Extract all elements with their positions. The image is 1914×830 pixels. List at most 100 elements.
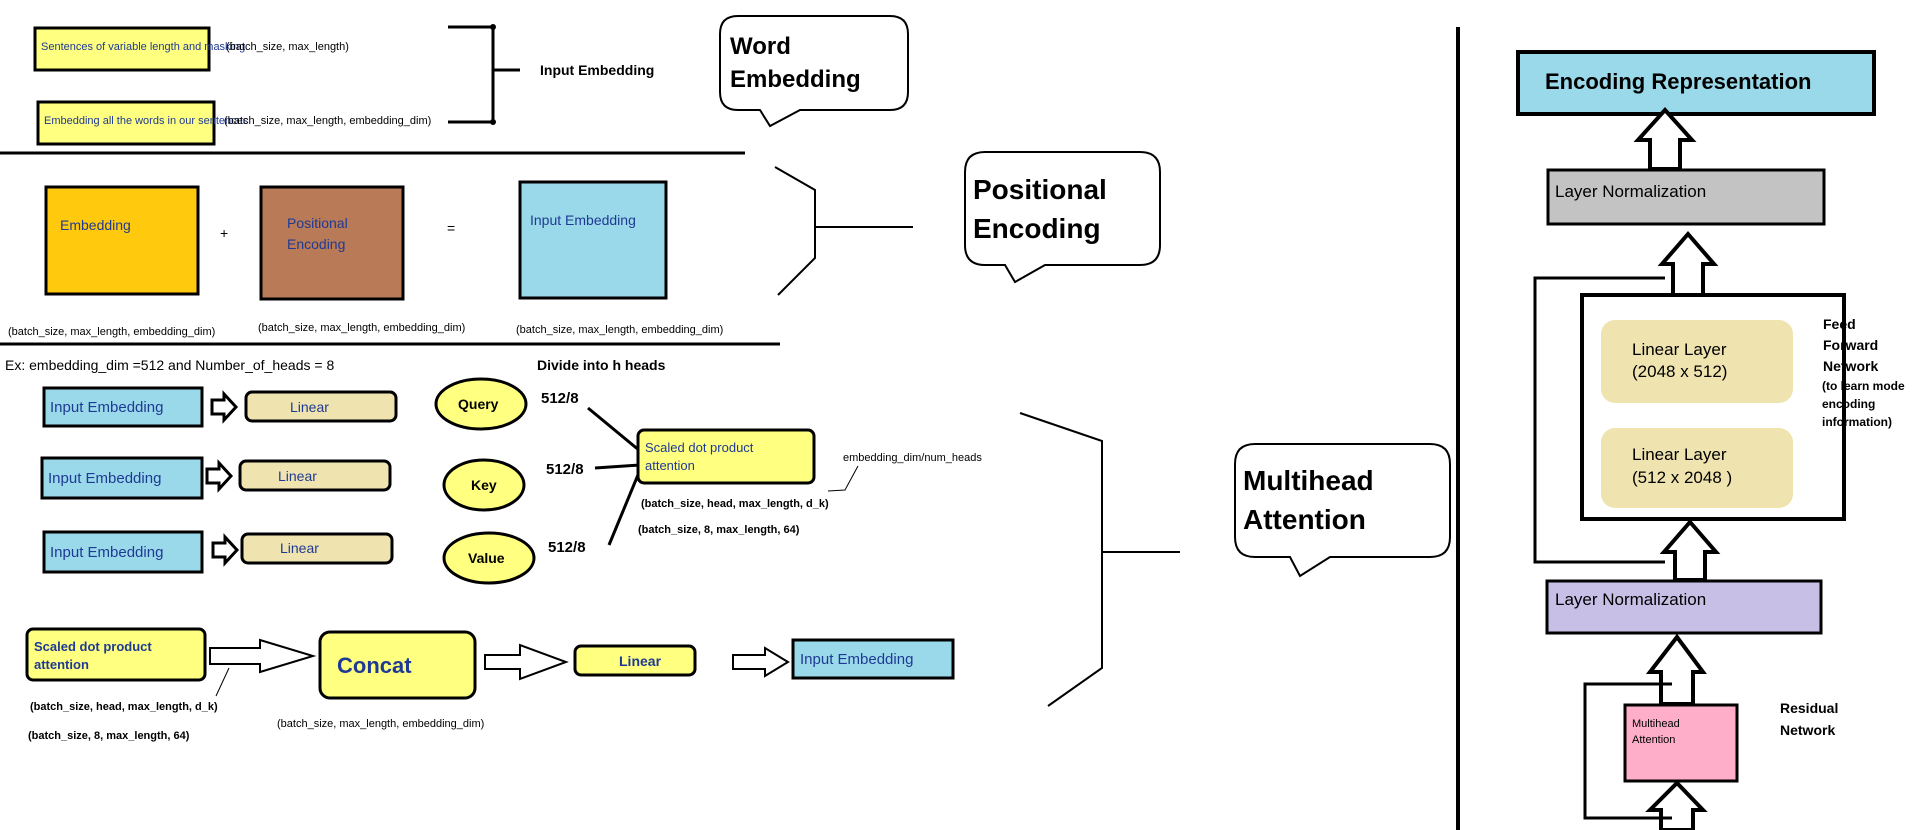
arrow-to-linear-key (205, 459, 234, 493)
input-embedding-key-label: Input Embedding (48, 470, 161, 487)
layer-norm-bottom-label: Layer Normalization (1555, 590, 1706, 609)
feed-forward-label: Feed Forward Network (1823, 316, 1882, 374)
callout-line-2: Embedding (730, 66, 861, 93)
plus-sign: + (220, 225, 228, 241)
sentences-box (33, 26, 211, 72)
input-embedding-value (42, 530, 204, 574)
linear-key (238, 459, 392, 492)
encoder-block: Encoding Representation Layer Normalizat… (1516, 50, 1908, 830)
sdpa-box-bottom (25, 627, 207, 682)
sdpa-box (636, 428, 816, 485)
callout-line-1: Word (730, 33, 791, 60)
example-note: Ex: embedding_dim =512 and Number_of_hea… (5, 357, 334, 373)
arrow-up-ffn (1657, 230, 1719, 297)
linear-bottom (573, 644, 697, 677)
arrow-up-layernorm (1659, 518, 1721, 582)
key-ellipse (442, 458, 526, 512)
arrow-to-linear-bottom (484, 643, 569, 681)
sentences-box-label: Sentences of variable length and masking (41, 41, 245, 53)
arrow-up-multihead (1645, 633, 1707, 706)
multihead-attention-callout (1234, 443, 1451, 578)
sdpa-box-bottom-label: Scaled dot product attention (34, 639, 155, 672)
multihead-attention-section: Ex: embedding_dim =512 and Number_of_hea… (5, 357, 1451, 742)
shape-heads: (batch_size, head, max_length, d_k) (641, 498, 829, 510)
shape-heads-example: (batch_size, 8, max_length, 64) (638, 524, 800, 536)
positional-encoding-callout-text: Positional Encoding (973, 174, 1115, 244)
brace-dot-bottom (490, 119, 496, 125)
arrow-to-concat (209, 638, 317, 674)
linear-layer-2-label: Linear Layer (512 x 2048 ) (1632, 445, 1732, 487)
positional-encoding-box-label: Positional Encoding (287, 215, 352, 252)
positional-brace (774, 166, 913, 296)
word-embedding-callout-text: Word Embedding (730, 33, 861, 93)
sdpa-box-label: Scaled dot product attention (645, 440, 757, 473)
linear-layer-1-label: Linear Layer (2048 x 512) (1632, 340, 1731, 381)
output-input-embedding-label: Input Embedding (800, 651, 913, 668)
arrow-to-linear-value (211, 533, 240, 567)
linear-value-label: Linear (280, 540, 319, 556)
query-label: Query (458, 396, 499, 412)
sdpa-shape-pointer (215, 667, 230, 697)
concat-label: Concat (337, 653, 412, 678)
arrow-to-output (732, 646, 790, 678)
sentences-box-text: Sentences of variable length and masking (41, 41, 245, 53)
head-dim-note: embedding_dim/num_heads (843, 452, 982, 464)
input-embedding-query (42, 386, 204, 428)
multihead-attention-box-label: Multihead Attention (1632, 718, 1683, 746)
input-embedding-value-label: Input Embedding (50, 544, 163, 561)
split-query: 512/8 (541, 390, 579, 407)
embedding-box (44, 185, 200, 296)
line-value-sdpa (607, 469, 642, 546)
word-embedding-brace (448, 25, 520, 124)
encoding-representation-label: Encoding Representation (1545, 69, 1811, 94)
linear-bottom-label: Linear (619, 653, 662, 669)
value-label: Value (468, 550, 505, 566)
line-key-sdpa (594, 463, 641, 470)
linear-layer-1 (1601, 320, 1793, 403)
split-key: 512/8 (546, 461, 584, 478)
shape-batch-maxlen: (batch_size, max_length) (226, 41, 349, 53)
positional-encoding-section: Embedding + Positional Encoding = Input … (0, 151, 1161, 346)
layer-norm-bottom (1545, 579, 1823, 635)
layer-norm-top-label: Layer Normalization (1555, 182, 1706, 201)
shape-heads-example-bottom: (batch_size, 8, max_length, 64) (28, 730, 190, 742)
positional-encoding-callout (964, 151, 1161, 284)
concat-box (318, 630, 477, 700)
line-query-sdpa (587, 406, 641, 453)
embedding-box-label: Embedding (60, 217, 131, 233)
divide-heads-label: Divide into h heads (537, 357, 666, 373)
multihead-attention-callout-text: Multihead Attention (1243, 465, 1381, 535)
residual-network-label: Residual Network (1780, 700, 1842, 738)
shape-concat: (batch_size, max_length, embedding_dim) (277, 718, 484, 730)
arrow-up-input (1645, 780, 1708, 830)
embedding-words-box (36, 100, 216, 146)
linear-layer-2 (1601, 428, 1793, 508)
brace-dot-top (490, 24, 496, 30)
head-dim-pointer (827, 465, 859, 492)
shape-heads-bottom: (batch_size, head, max_length, d_k) (30, 701, 218, 713)
feed-forward-note: (to learn mode encoding information) (1822, 379, 1908, 429)
split-value: 512/8 (548, 539, 586, 556)
shape-batch-maxlen-emb: (batch_size, max_length, embedding_dim) (224, 115, 431, 127)
shape-positional: (batch_size, max_length, embedding_dim) (258, 322, 465, 334)
shape-result: (batch_size, max_length, embedding_dim) (516, 324, 723, 336)
input-embedding-key (40, 456, 204, 500)
multihead-brace (1019, 412, 1180, 707)
multihead-residual-line (1583, 682, 1672, 820)
layer-norm-top (1546, 168, 1826, 226)
arrow-up-top (1633, 107, 1697, 171)
word-embedding-callout (719, 15, 909, 128)
result-input-embedding-label: Input Embedding (530, 212, 636, 228)
linear-value (240, 532, 394, 565)
output-input-embedding (791, 638, 955, 680)
input-embedding-query-label: Input Embedding (50, 399, 163, 416)
encoding-representation-box (1516, 50, 1876, 116)
result-input-embedding-box (518, 180, 668, 300)
equals-sign: = (447, 220, 455, 236)
query-ellipse (434, 377, 528, 431)
linear-query (244, 390, 398, 423)
positional-encoding-box (259, 185, 405, 301)
arrow-to-linear-query (210, 390, 239, 424)
value-ellipse (442, 531, 536, 585)
multihead-attention-box (1623, 703, 1739, 783)
